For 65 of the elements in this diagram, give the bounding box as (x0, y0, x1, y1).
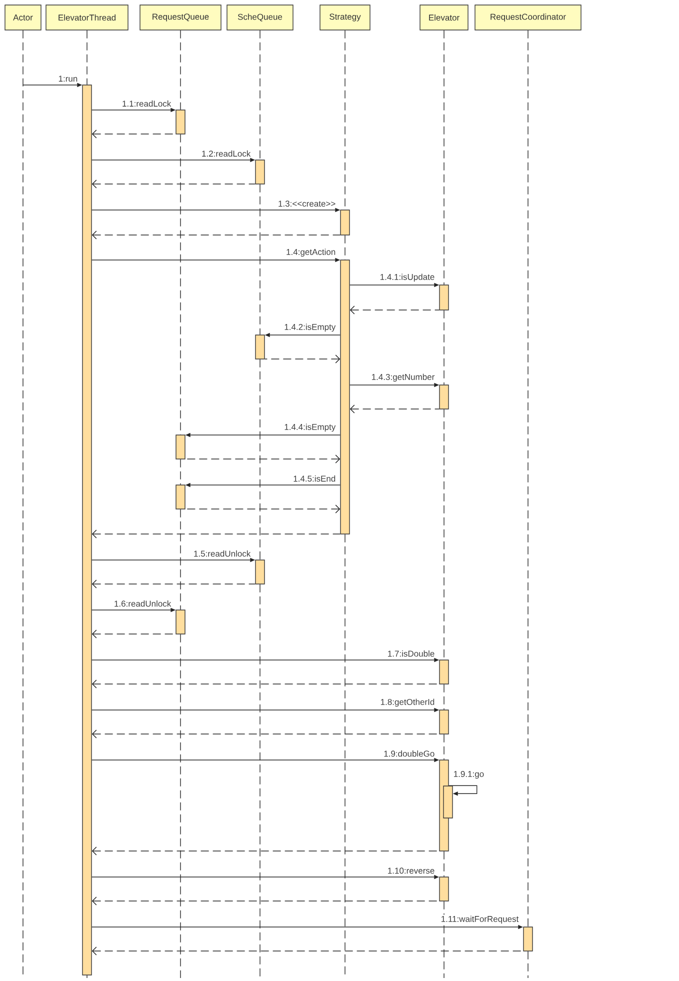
participant-box: Elevator (420, 4, 468, 30)
return-arrow (92, 846, 440, 856)
return-arrow (92, 230, 340, 240)
return-arrow (92, 730, 440, 738)
return-arrow (92, 680, 440, 688)
message-label: 1.4.2:isEmpty (283, 322, 337, 333)
message-label: 1.10:reverse (386, 866, 436, 875)
activation-bar (523, 926, 533, 952)
message-label: 1.1:readLock (121, 99, 172, 108)
participant-box: ScheQueue (226, 4, 294, 30)
activation-bar (443, 786, 453, 818)
activation-bar (340, 210, 350, 236)
return-arrow (92, 630, 176, 638)
return-arrow (92, 130, 176, 138)
return-arrow (92, 180, 256, 188)
activation-bar (82, 84, 92, 976)
message-label: 1.4:getAction (285, 248, 337, 258)
return-arrow (92, 946, 524, 956)
self-call-arrow (448, 785, 478, 796)
lifeline (180, 459, 181, 485)
message-label: 1.4.1:isUpdate (378, 272, 436, 283)
message-label: 1.9.1:go (452, 770, 486, 780)
lifeline (86, 975, 88, 978)
activation-bar (176, 110, 186, 134)
return-arrow (185, 504, 340, 514)
message-label: 1:run (57, 74, 79, 83)
message-label: 1.9:doubleGo (382, 749, 436, 758)
participant-box: RequestQueue (140, 4, 222, 30)
activation-bar (255, 160, 265, 184)
message-label: 1.4.5:isEnd (292, 474, 337, 483)
activation-bar (439, 384, 449, 410)
message-label: 1.6:readUnlock (112, 599, 172, 608)
lifeline (180, 509, 181, 610)
message-label: 1.4.3:getNumber (370, 372, 436, 383)
message-label: 1.4.4:isEmpty (283, 422, 337, 433)
activation-bar (255, 334, 265, 360)
participant-box: Strategy (320, 4, 370, 30)
return-arrow (264, 354, 340, 364)
message-label: 1.5:readUnlock (192, 549, 252, 558)
activation-bar (439, 284, 449, 310)
return-arrow (350, 404, 440, 414)
return-arrow (92, 896, 440, 906)
lifeline (86, 30, 88, 85)
activation-bar (439, 710, 449, 734)
message-label: 1.2:readLock (200, 149, 252, 158)
activation-bar (176, 610, 186, 634)
return-arrow (92, 580, 256, 588)
message-label: 1.11:waitForRequest (440, 914, 520, 925)
return-arrow (92, 530, 340, 538)
participant-box: RequestCoordinator (474, 4, 582, 30)
activation-bar (176, 484, 186, 510)
lifeline (180, 634, 181, 978)
return-arrow (185, 454, 340, 464)
message-label: 1.8:getOtherId (379, 698, 436, 708)
message-label: 1.3:<<create>> (277, 200, 337, 208)
activation-bar (255, 560, 265, 584)
return-arrow (350, 306, 440, 314)
participant-box: Actor (4, 4, 42, 30)
activation-bar (439, 660, 449, 684)
activation-bar (439, 876, 449, 902)
message-label: 1.7:isDouble (386, 649, 436, 658)
participant-box: ElevatorThread (46, 4, 128, 30)
lifeline (180, 30, 181, 110)
activation-bar (176, 434, 186, 460)
activation-bar (340, 260, 350, 534)
